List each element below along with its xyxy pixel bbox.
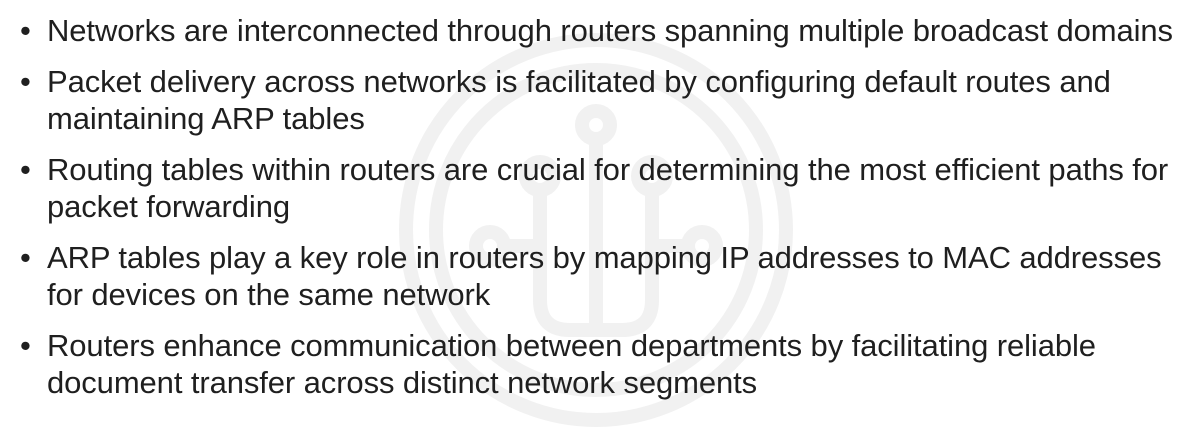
bullet-marker: • — [20, 152, 31, 187]
bullet-item: • Routers enhance communication between … — [20, 327, 1185, 401]
bullet-marker: • — [20, 240, 31, 275]
bullet-text: Routers enhance communication between de… — [47, 328, 1096, 400]
bullet-marker: • — [20, 328, 31, 363]
bullet-list: • Networks are interconnected through ro… — [20, 12, 1185, 415]
bullet-text: Networks are interconnected through rout… — [47, 13, 1173, 48]
bullet-marker: • — [20, 64, 31, 99]
bullet-text: Routing tables within routers are crucia… — [47, 152, 1169, 224]
bullet-item: • Packet delivery across networks is fac… — [20, 63, 1185, 137]
bullet-item: • ARP tables play a key role in routers … — [20, 239, 1185, 313]
bullet-text: Packet delivery across networks is facil… — [47, 64, 1111, 136]
bullet-marker: • — [20, 13, 31, 48]
bullet-item: • Routing tables within routers are cruc… — [20, 151, 1185, 225]
bullet-item: • Networks are interconnected through ro… — [20, 12, 1185, 49]
bullet-text: ARP tables play a key role in routers by… — [47, 240, 1162, 312]
